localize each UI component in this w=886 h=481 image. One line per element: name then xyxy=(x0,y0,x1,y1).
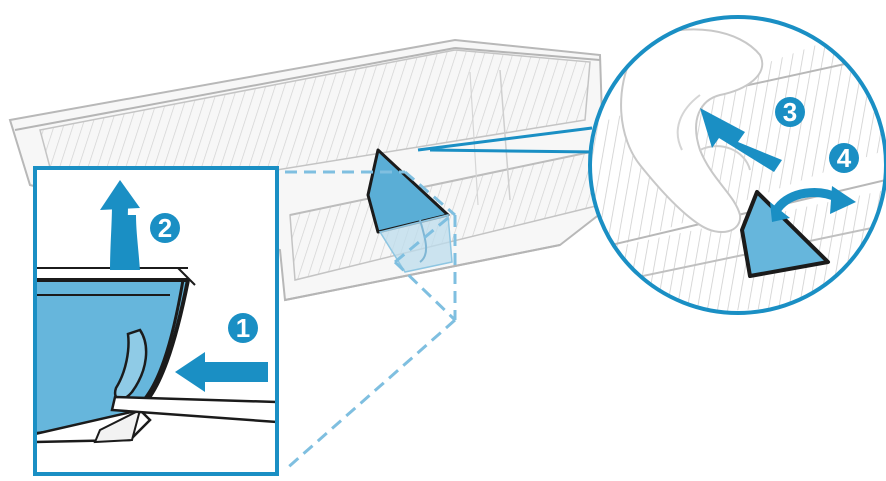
step2-label: 2 xyxy=(158,213,172,243)
step4-label: 4 xyxy=(837,143,852,173)
step1-label: 1 xyxy=(236,313,250,343)
step3-label: 3 xyxy=(783,97,797,127)
